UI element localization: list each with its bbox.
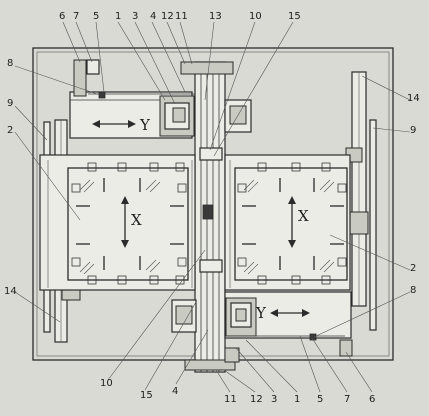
callout-left-0: 8	[7, 58, 13, 69]
callout-top-8: 13	[209, 11, 222, 22]
callout-top-6: 12	[161, 11, 174, 22]
axis-x-left: X	[131, 211, 142, 229]
callout-bottom-7: 5	[317, 394, 323, 405]
callout-right-1: 9	[410, 125, 416, 136]
callout-top-0: 6	[59, 11, 65, 22]
left-table	[39, 154, 196, 291]
top-carriage	[69, 59, 252, 139]
callout-bottom-5: 3	[271, 394, 277, 405]
callout-right-2: 2	[410, 263, 416, 274]
callout-top-9: 10	[249, 11, 262, 22]
callout-top-4: 3	[132, 11, 138, 22]
callout-top-2: 5	[93, 11, 99, 22]
callout-top-1: 7	[73, 11, 79, 22]
callout-top-7: 11	[175, 11, 188, 22]
callout-right-0: 14	[407, 93, 420, 104]
central-column	[180, 61, 236, 373]
callout-bottom-1: 15	[140, 390, 153, 401]
callout-top-3: 1	[115, 11, 121, 22]
bottom-carriage	[171, 291, 353, 363]
callout-bottom-6: 1	[294, 394, 300, 405]
callout-bottom-8: 7	[344, 394, 350, 405]
axis-y-bottom: Y	[255, 304, 267, 322]
callout-bottom-9: 6	[369, 394, 375, 405]
right-rails	[345, 71, 377, 331]
motion-arrows	[92, 120, 310, 317]
leader-lines	[14, 21, 411, 393]
callout-bottom-0: 10	[100, 378, 113, 389]
callout-top-10: 15	[288, 11, 301, 22]
callout-bottom-3: 11	[224, 394, 237, 405]
axis-y-top: Y	[139, 116, 151, 134]
callout-top-5: 4	[150, 11, 156, 22]
callout-right-3: 8	[410, 285, 416, 296]
axis-x-right: X	[298, 207, 309, 225]
right-table-clamps	[237, 162, 347, 285]
callout-left-3: 14	[4, 286, 17, 297]
callout-bottom-2: 4	[172, 386, 178, 397]
callout-bottom-4: 12	[250, 394, 263, 405]
callout-left-1: 9	[7, 98, 13, 109]
left-table-clamps	[71, 162, 187, 285]
callout-left-2: 2	[7, 125, 13, 136]
right-table	[224, 154, 351, 291]
